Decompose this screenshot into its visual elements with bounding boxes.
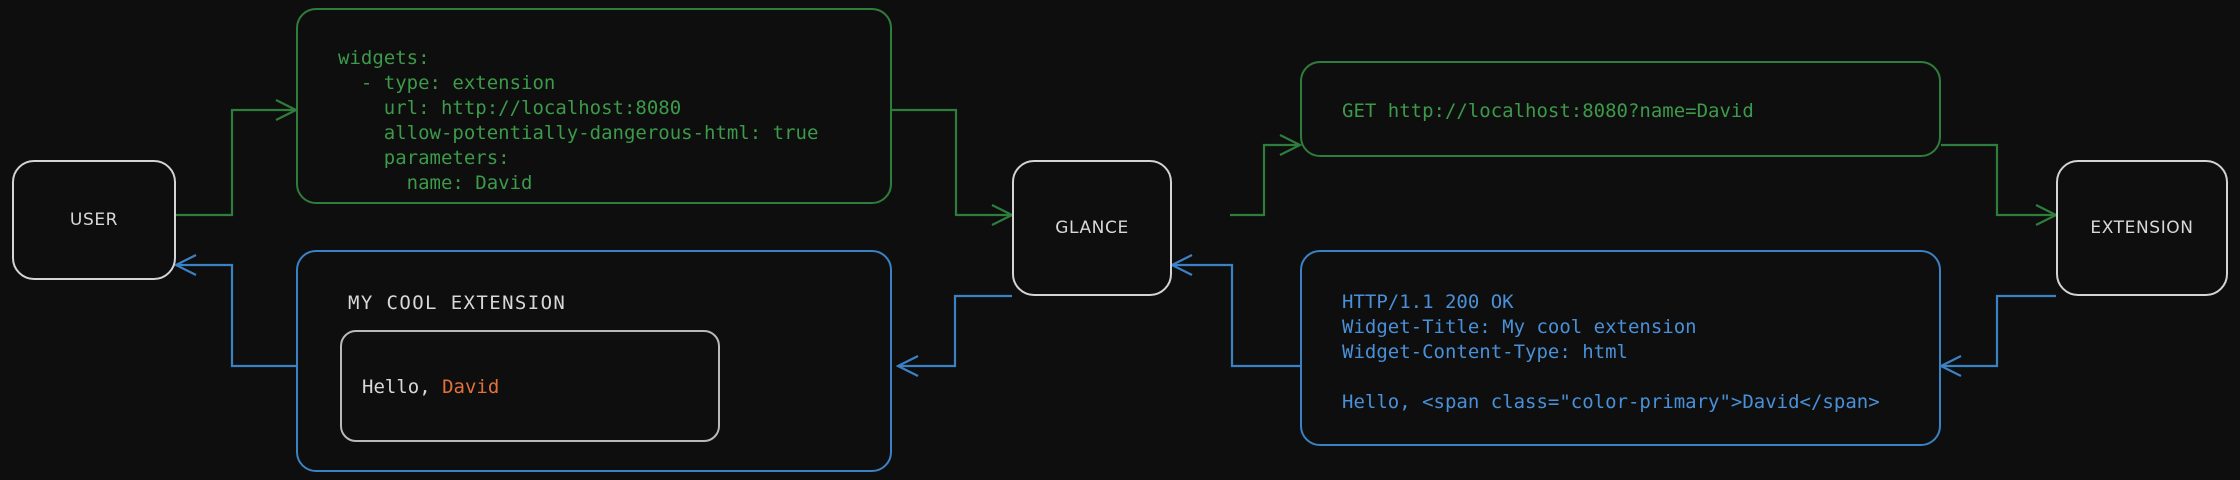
arrowhead-extension-to-response — [1938, 355, 1962, 377]
connector-response-to-glance — [1172, 263, 1300, 368]
connector-extension-to-response — [1941, 294, 2056, 368]
arrowhead-response-to-glance — [1169, 254, 1193, 276]
http-request-text: GET http://localhost:8080?name=David — [1342, 100, 1754, 122]
node-user[interactable]: USER — [12, 160, 176, 280]
connector-glance-to-widget — [898, 294, 1012, 368]
node-glance-label: GLANCE — [1055, 218, 1129, 238]
rendered-widget-body-prefix: Hello, — [362, 376, 443, 398]
connector-user-to-config — [176, 108, 296, 217]
arrowhead-widget-to-user — [173, 254, 197, 276]
rendered-widget-title: MY COOL EXTENSION — [348, 292, 567, 314]
config-yaml-text: widgets: - type: extension url: http://l… — [338, 47, 819, 194]
node-extension[interactable]: EXTENSION — [2056, 160, 2228, 296]
message-http-response: HTTP/1.1 200 OK Widget-Title: My cool ex… — [1300, 250, 1941, 446]
rendered-widget-body: Hello, David — [362, 376, 499, 398]
message-http-request: GET http://localhost:8080?name=David — [1300, 61, 1941, 157]
connector-config-to-glance — [892, 108, 1012, 217]
arrowhead-glance-to-request — [1279, 134, 1303, 156]
connector-glance-to-request — [1230, 143, 1300, 217]
node-user-label: USER — [69, 210, 119, 230]
connector-request-to-extension — [1941, 143, 2056, 217]
http-response-text: HTTP/1.1 200 OK Widget-Title: My cool ex… — [1342, 291, 1880, 413]
message-rendered-widget: MY COOL EXTENSION Hello, David — [296, 250, 892, 472]
node-glance[interactable]: GLANCE — [1012, 160, 1172, 296]
message-config-yaml: widgets: - type: extension url: http://l… — [296, 8, 892, 204]
node-extension-label: EXTENSION — [2090, 218, 2194, 238]
rendered-widget-body-accent: David — [442, 376, 500, 398]
arrowhead-glance-to-widget — [895, 355, 919, 377]
rendered-widget-frame: Hello, David — [340, 330, 720, 442]
connector-widget-to-user — [176, 263, 296, 368]
